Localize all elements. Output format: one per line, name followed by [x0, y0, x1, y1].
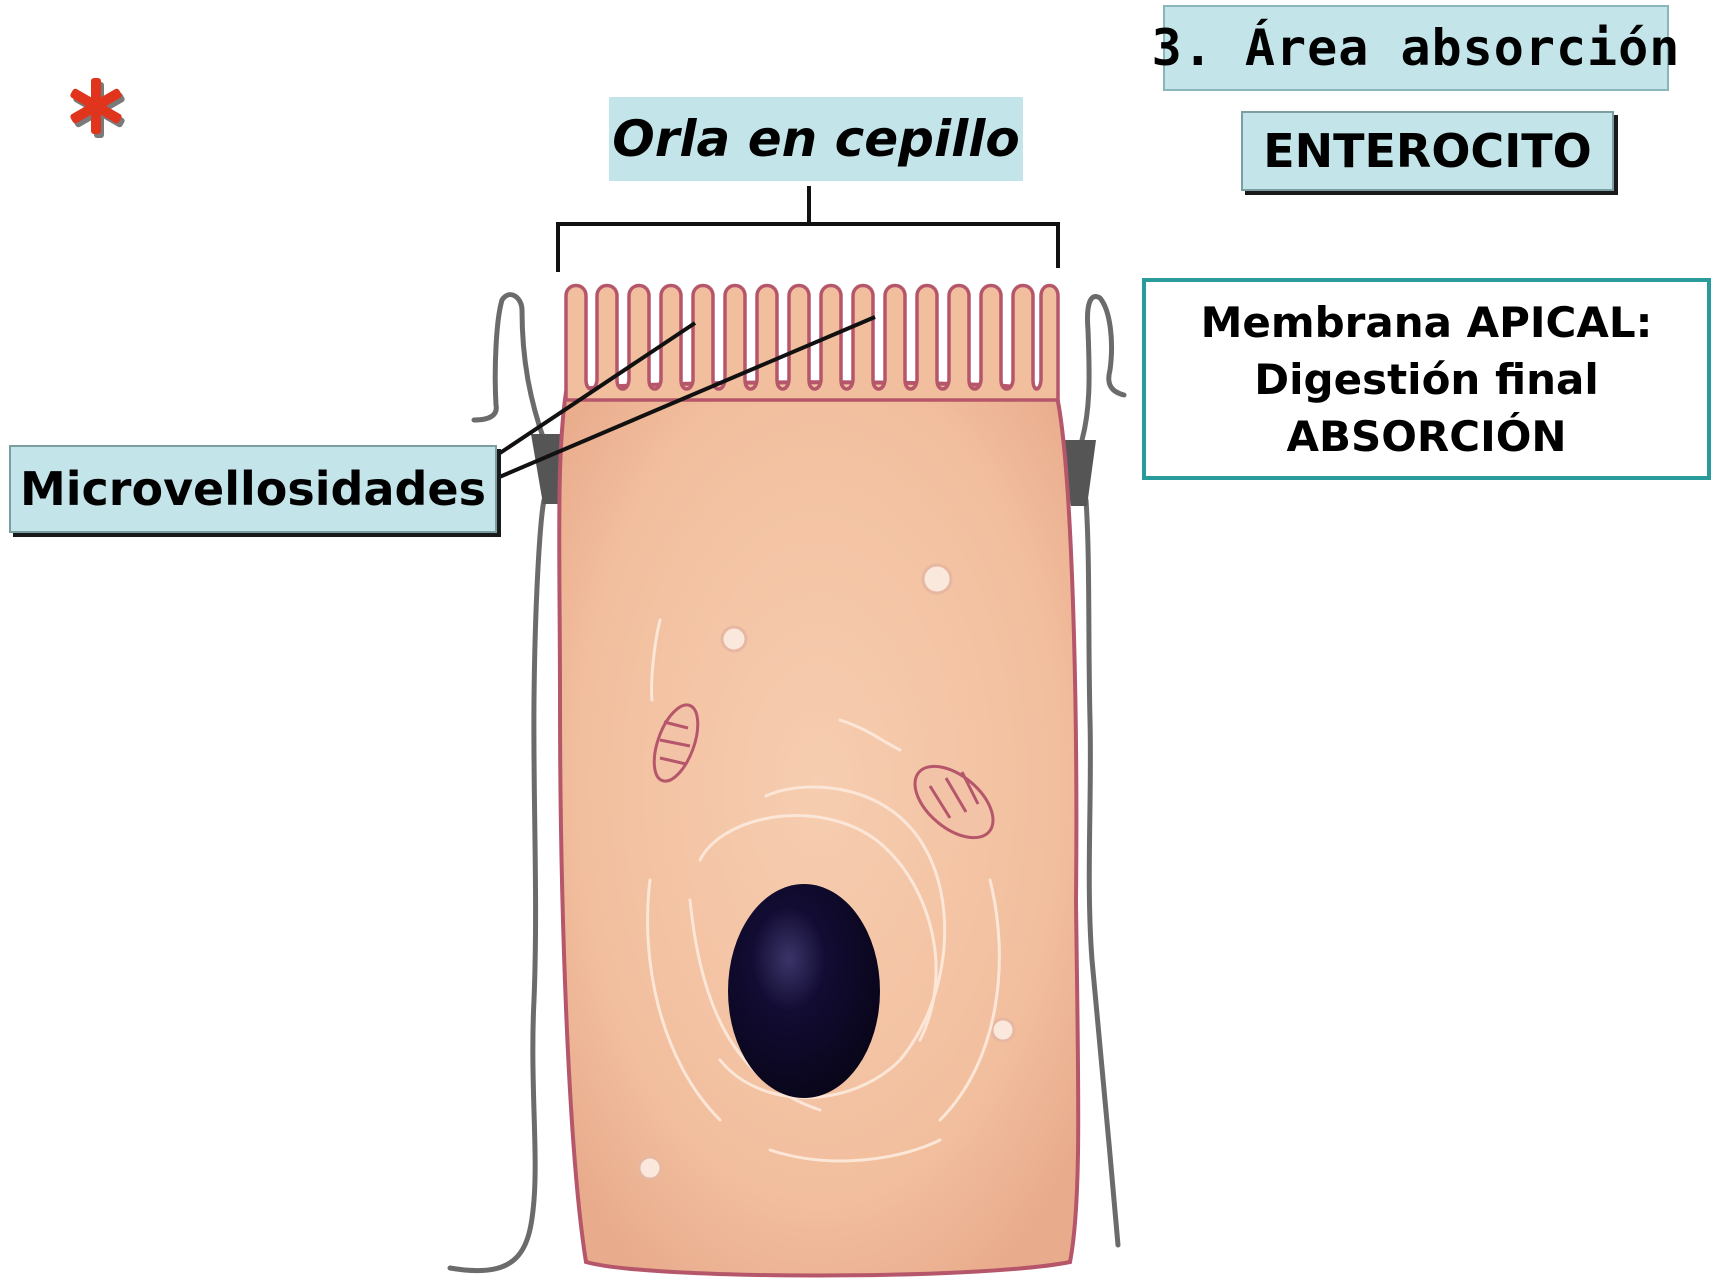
section-title: 3. Área absorción [1163, 5, 1669, 91]
brush-border-bracket [558, 186, 1058, 272]
nucleus [728, 884, 880, 1098]
cell-name-label: ENTEROCITO [1241, 111, 1614, 191]
apical-membrane-box: Membrana APICAL: Digestión final ABSORCI… [1142, 278, 1711, 480]
red-asterisk-icon [64, 74, 130, 140]
apical-line-1: Membrana APICAL: [1201, 294, 1653, 351]
cell-body [559, 382, 1078, 1275]
apical-line-3: ABSORCIÓN [1286, 408, 1566, 465]
microvilli-label: Microvellosidades [9, 445, 497, 533]
apical-line-2: Digestión final [1254, 351, 1598, 408]
brush-border-label: Orla en cepillo [609, 97, 1023, 181]
